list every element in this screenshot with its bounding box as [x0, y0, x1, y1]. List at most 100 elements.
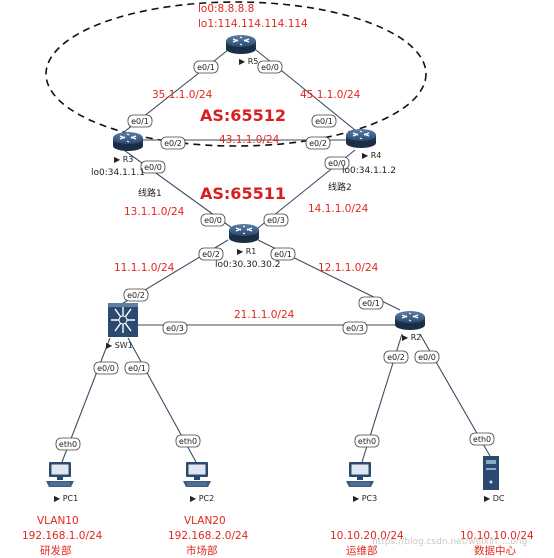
r1-name: ▶ R1: [237, 247, 256, 256]
interface-label: e0/2: [127, 291, 145, 300]
interface-label: e0/0: [97, 364, 115, 373]
interface-label: eth0: [358, 437, 376, 446]
switch-arrows-icon: [111, 307, 135, 333]
interface-r4-if-left: e0/2: [305, 136, 331, 150]
pc3-dept: 运维部: [346, 544, 378, 557]
as-lower-label: AS:65511: [200, 184, 286, 203]
router-r3[interactable]: [112, 131, 144, 152]
interface-r1-if-upleft: e0/0: [200, 213, 226, 227]
interface-label: e0/1: [197, 63, 215, 72]
interface-label: e0/1: [128, 364, 146, 373]
interface-hosts-dc-if: eth0: [469, 432, 495, 446]
sw1-name: ▶ SW1: [106, 341, 133, 350]
interface-hosts-pc2-if: eth0: [175, 434, 201, 448]
interface-r3-if-up: e0/1: [127, 114, 153, 128]
interface-label: e0/1: [315, 117, 333, 126]
subnet-sw1-r2: 21.1.1.0/24: [234, 309, 295, 321]
subnet-r1-r2: 12.1.1.0/24: [318, 262, 379, 274]
subnet-r3-r1: 13.1.1.0/24: [124, 206, 185, 218]
interface-hosts-pc1-if: eth0: [55, 437, 81, 451]
r3-lo-label: lo0:34.1.1.1: [91, 168, 145, 178]
interface-label: e0/2: [387, 353, 405, 362]
interface-sw1-if-right: e0/3: [162, 321, 188, 335]
server-dc[interactable]: [483, 456, 499, 490]
interface-label: e0/2: [202, 250, 220, 259]
pc2-dept: 市场部: [186, 544, 218, 557]
interface-label: e0/0: [328, 159, 346, 168]
pc1-vlan: VLAN10: [37, 515, 79, 527]
as-65512-boundary: [45, 1, 427, 147]
pc3-name: ▶ PC3: [353, 494, 377, 503]
pc2-net: 192.168.2.0/24: [168, 530, 249, 542]
interface-r2-if-down-right: e0/0: [414, 350, 440, 364]
r4-lo-label: lo0:34.1.1.2: [342, 166, 396, 176]
pc1-name: ▶ PC1: [54, 494, 78, 503]
interface-r2-if-left: e0/3: [342, 321, 368, 335]
pc3-icon[interactable]: [345, 461, 375, 488]
interface-r1-if-upright: e0/3: [263, 213, 289, 227]
path-line2-label: 线路2: [328, 181, 352, 193]
interface-r2-if-up: e0/1: [358, 296, 384, 310]
dc-name: ▶ DC: [484, 494, 505, 503]
r5-lo1-label: lo1:114.114.114.114: [198, 18, 308, 30]
interface-label: e0/1: [274, 250, 292, 259]
subnet-r1-sw1: 11.1.1.0/24: [114, 262, 175, 274]
dc-net: 10.10.10.0/24: [460, 530, 534, 542]
interface-label: eth0: [473, 435, 491, 444]
interface-r1-if-right: e0/1: [270, 247, 296, 261]
r1-lo-label: lo0:30.30.30.2: [215, 260, 280, 270]
pc2-icon[interactable]: [182, 461, 212, 488]
interface-label: e0/3: [166, 324, 184, 333]
pc2-name: ▶ PC2: [190, 494, 214, 503]
interface-r5-if-left: e0/1: [193, 60, 219, 74]
interface-hosts-pc3-if: eth0: [354, 434, 380, 448]
interface-label: eth0: [179, 437, 197, 446]
interface-label: e0/0: [144, 163, 162, 172]
interface-r1-if-left: e0/2: [198, 247, 224, 261]
interface-label: e0/3: [346, 324, 364, 333]
interface-label: e0/1: [362, 299, 380, 308]
interface-label: e0/1: [131, 117, 149, 126]
interface-labels: e0/1 e0/0 e0/1 e0/2 e0/0 e0/1 e0/2 e0/0 e0/0 e0/3…: [55, 60, 495, 451]
subnet-r4-r1: 14.1.1.0/24: [308, 203, 369, 215]
interface-r2-if-down-left: e0/2: [383, 350, 409, 364]
interface-r5-if-right: e0/0: [257, 60, 283, 74]
interface-r3-if-down: e0/0: [140, 160, 166, 174]
path-line1-label: 线路1: [138, 187, 162, 199]
dc-dept: 数据中心: [474, 544, 516, 557]
subnet-r3-r4: 43.1.1.0/24: [219, 134, 280, 146]
interface-sw1-if-down-right: e0/1: [124, 361, 150, 375]
subnet-r5-r4: 45.1.1.0/24: [300, 89, 361, 101]
switch-sw1[interactable]: [108, 303, 138, 337]
interface-label: e0/3: [267, 216, 285, 225]
router-r5[interactable]: [225, 34, 257, 55]
r4-name: ▶ R4: [362, 151, 381, 160]
r5-lo0-label: lo0:8.8.8.8: [198, 3, 254, 15]
r3-name: ▶ R3: [114, 155, 133, 164]
interface-sw1-if-up: e0/2: [123, 288, 149, 302]
interface-label: e0/0: [204, 216, 222, 225]
interface-label: e0/0: [418, 353, 436, 362]
as-upper-label: AS:65512: [200, 106, 286, 125]
interface-label: eth0: [59, 440, 77, 449]
interface-sw1-if-down-left: e0/0: [93, 361, 119, 375]
interface-label: e0/2: [309, 139, 327, 148]
router-r2[interactable]: [394, 310, 426, 331]
interface-r4-if-down: e0/0: [324, 156, 350, 170]
interface-r4-if-up: e0/1: [311, 114, 337, 128]
r5-name: ▶ R5: [239, 57, 258, 66]
watermark: https://blog.csdn.net/weixin_...ong: [372, 537, 527, 547]
pc1-icon[interactable]: [45, 461, 75, 488]
router-r1[interactable]: [228, 223, 260, 244]
pc2-vlan: VLAN20: [184, 515, 226, 527]
router-r4[interactable]: [345, 128, 377, 149]
pc1-net: 192.168.1.0/24: [22, 530, 103, 542]
pc3-net: 10.10.20.0/24: [330, 530, 404, 542]
interface-r3-if-right: e0/2: [160, 136, 186, 150]
pc1-dept: 研发部: [40, 544, 72, 557]
subnet-r5-r3: 35.1.1.0/24: [152, 89, 213, 101]
interface-label: e0/0: [261, 63, 279, 72]
interface-label: e0/2: [164, 139, 182, 148]
r2-name: ▶ R2: [402, 333, 421, 342]
